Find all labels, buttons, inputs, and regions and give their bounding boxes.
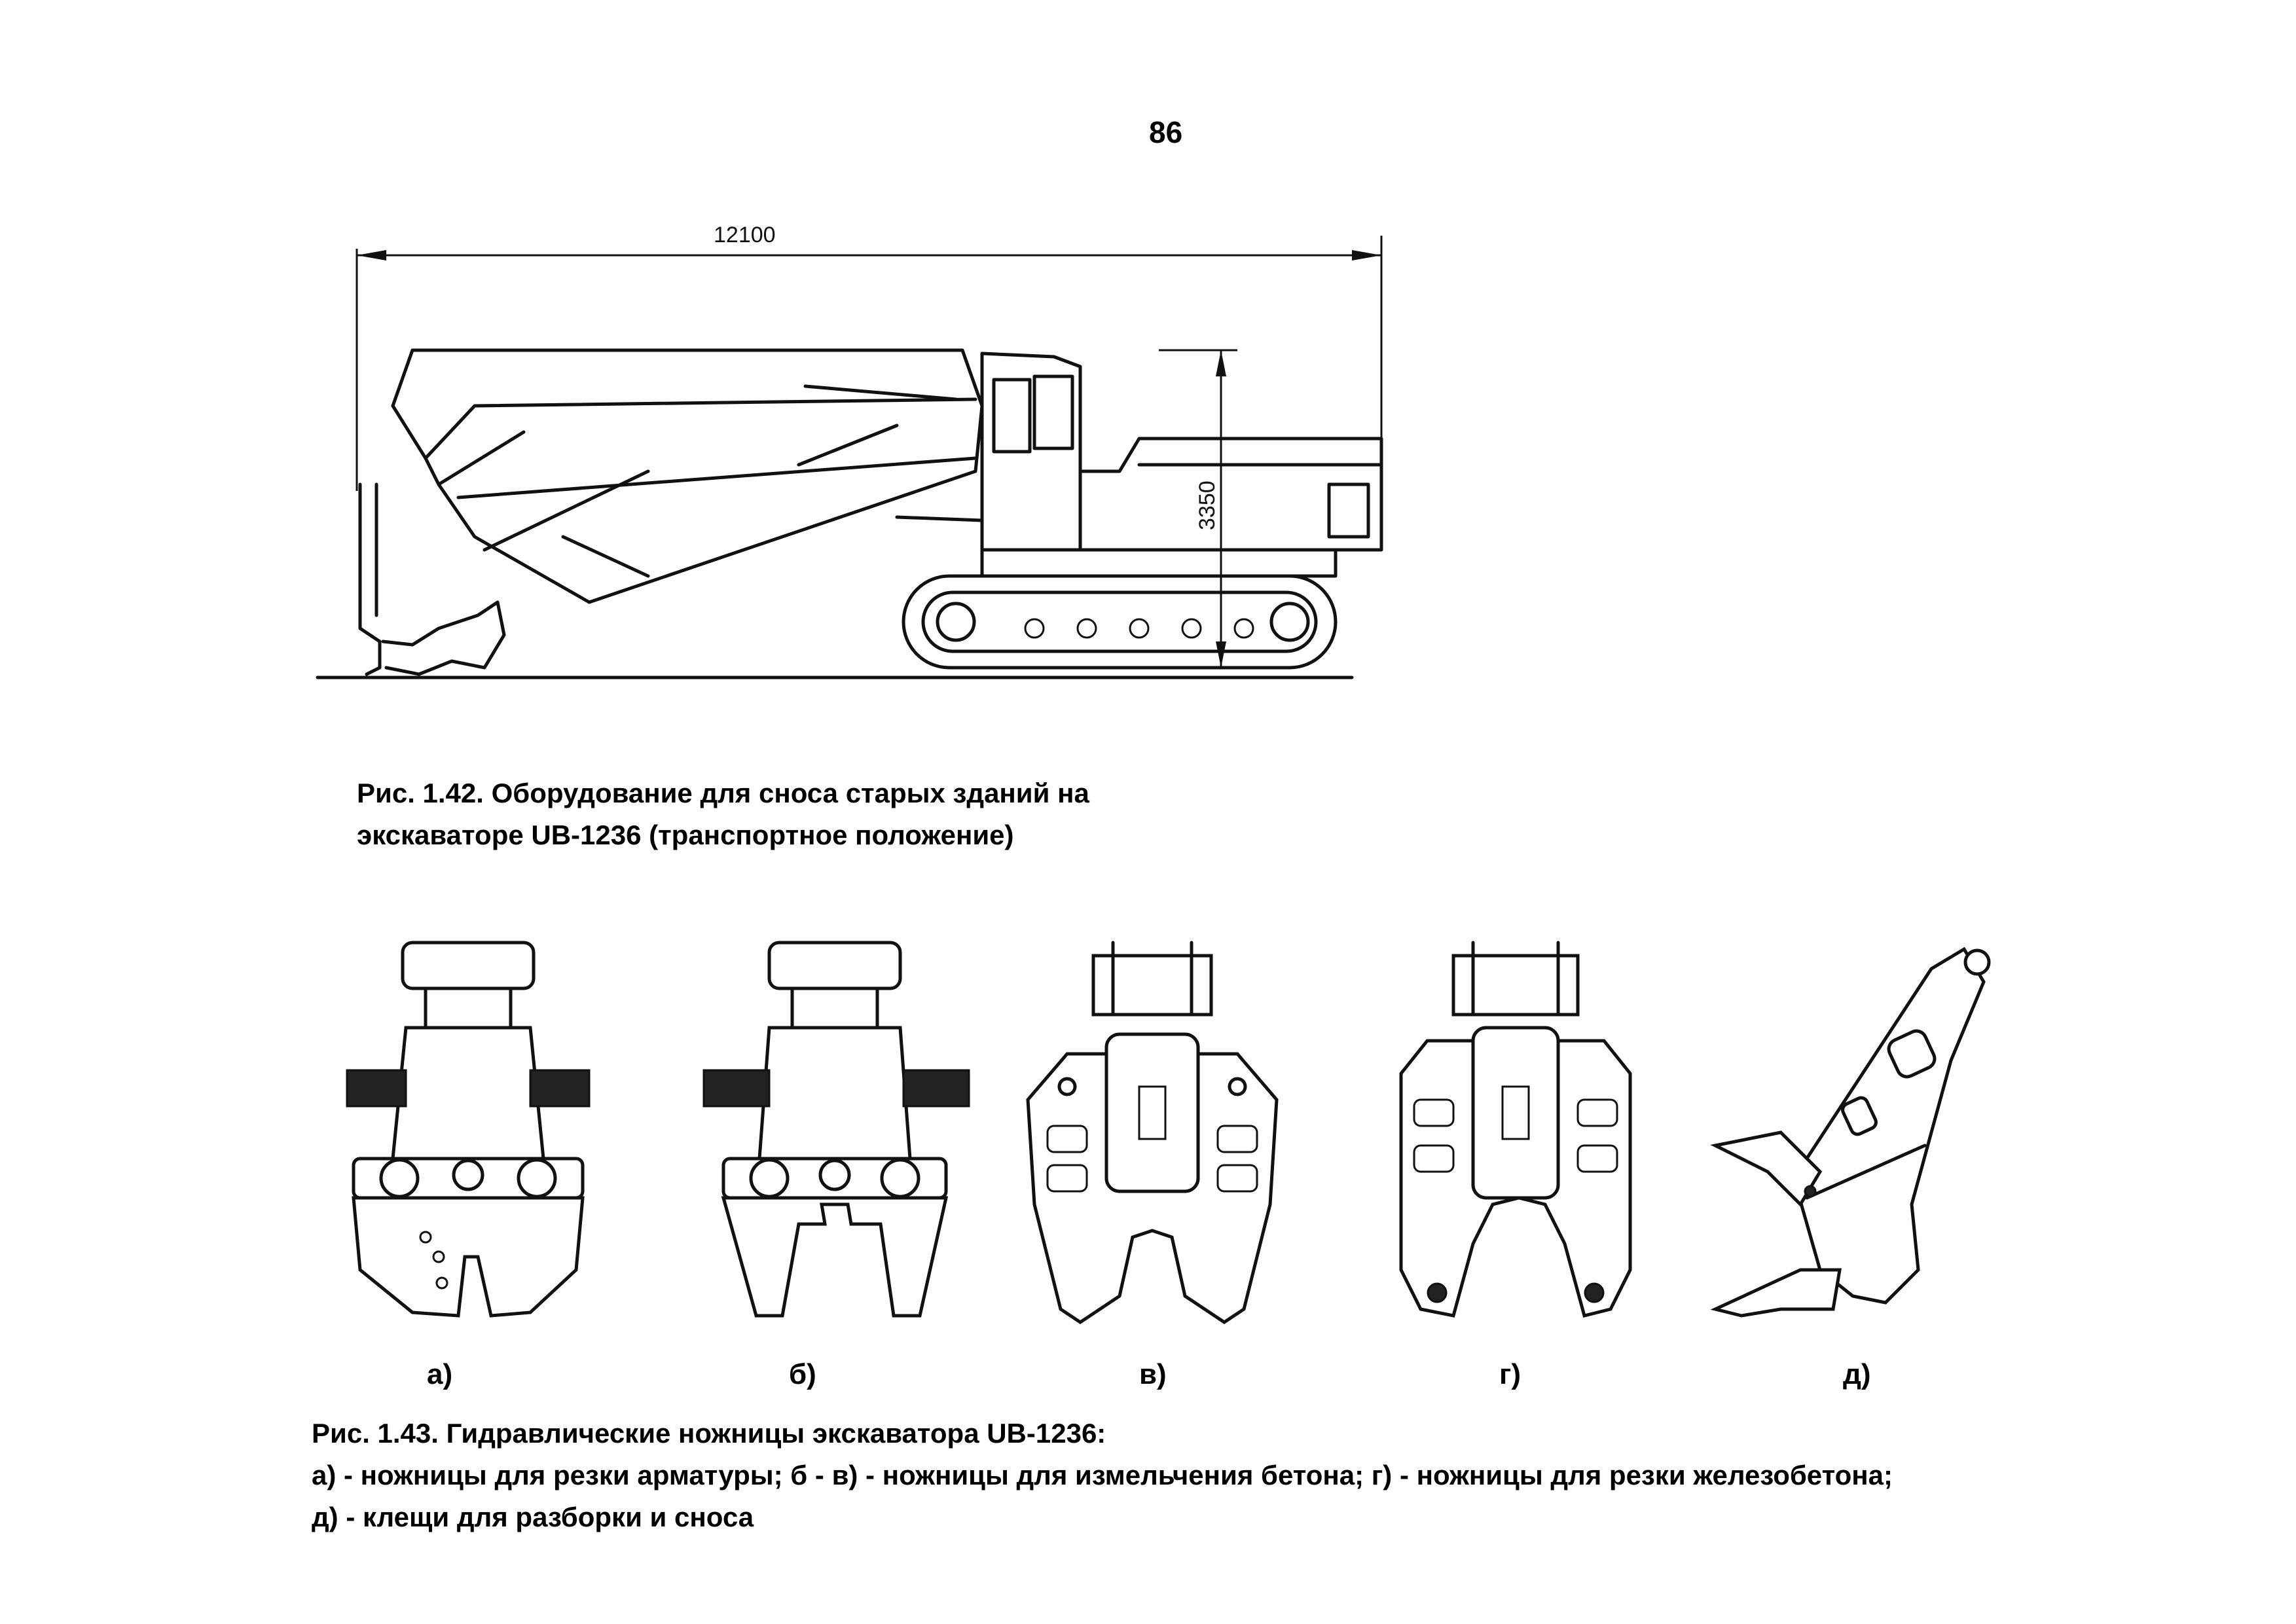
boom-cylinder-3	[561, 535, 650, 578]
track-frame	[902, 574, 1338, 670]
dimension-arrow-left	[357, 250, 386, 261]
figure-142-caption: Рис. 1.42. Оборудование для сноса старых…	[357, 772, 1339, 856]
shears-rebar-cutting-drawing	[346, 941, 591, 1318]
height-dimension-text: 3350	[1195, 480, 1220, 530]
cab-window-left	[992, 378, 1032, 454]
machine-body	[1078, 437, 1383, 552]
figure-label-a: а)	[427, 1358, 453, 1390]
boom-inner-line	[424, 397, 977, 460]
length-dimension-text: 12100	[714, 223, 776, 247]
figure-142-caption-line1: Рис. 1.42. Оборудование для сноса старых…	[357, 778, 1089, 808]
figure-143-caption-line2: а) - ножницы для резки арматуры; б - в) …	[312, 1460, 1893, 1490]
shears-reinforced-concrete-drawing	[1399, 941, 1632, 1318]
figure-142-caption-line2: экскаваторе UB-1236 (транспортное положе…	[357, 820, 1014, 850]
excavator-drawing: 12100 3350	[316, 223, 1383, 679]
figure-143-caption-line1: Рис. 1.43. Гидравлические ножницы экскав…	[312, 1418, 1106, 1449]
boom-cylinder-1	[437, 430, 526, 486]
shears-attachment	[381, 600, 506, 676]
cab-window-right	[1032, 374, 1074, 450]
figure-label-v: в)	[1139, 1358, 1167, 1390]
cab-outline	[980, 352, 1082, 552]
track-rollers	[936, 602, 1310, 642]
figure-label-b: б)	[789, 1358, 816, 1390]
stick-vertical	[358, 482, 382, 676]
page-number: 86	[1149, 115, 1183, 149]
boom-cylinder-6	[895, 515, 984, 522]
figure-143-caption-line3: д) - клещи для разборки и сноса	[312, 1502, 754, 1532]
figure-label-g: г)	[1499, 1358, 1521, 1390]
dimension-arrow-right	[1352, 250, 1381, 261]
figure-143-caption: Рис. 1.43. Гидравлические ножницы экскав…	[312, 1413, 2276, 1538]
boom-cylinder-4	[803, 384, 958, 401]
boom-cylinder-2	[483, 469, 650, 552]
arm-line	[456, 456, 977, 499]
boom-cylinder-5	[797, 424, 899, 467]
figure-label-d: д)	[1843, 1358, 1871, 1390]
height-arrow-bottom	[1216, 641, 1226, 668]
shears-concrete-crushing-drawing-v	[1026, 941, 1279, 1325]
height-arrow-top	[1216, 350, 1226, 376]
demolition-pliers-drawing	[1710, 947, 1991, 1318]
track-inner	[921, 590, 1318, 653]
body-grille	[1327, 482, 1370, 539]
boom-outline	[391, 348, 984, 604]
turntable	[980, 548, 1338, 578]
shears-concrete-crushing-drawing-b	[702, 941, 970, 1318]
